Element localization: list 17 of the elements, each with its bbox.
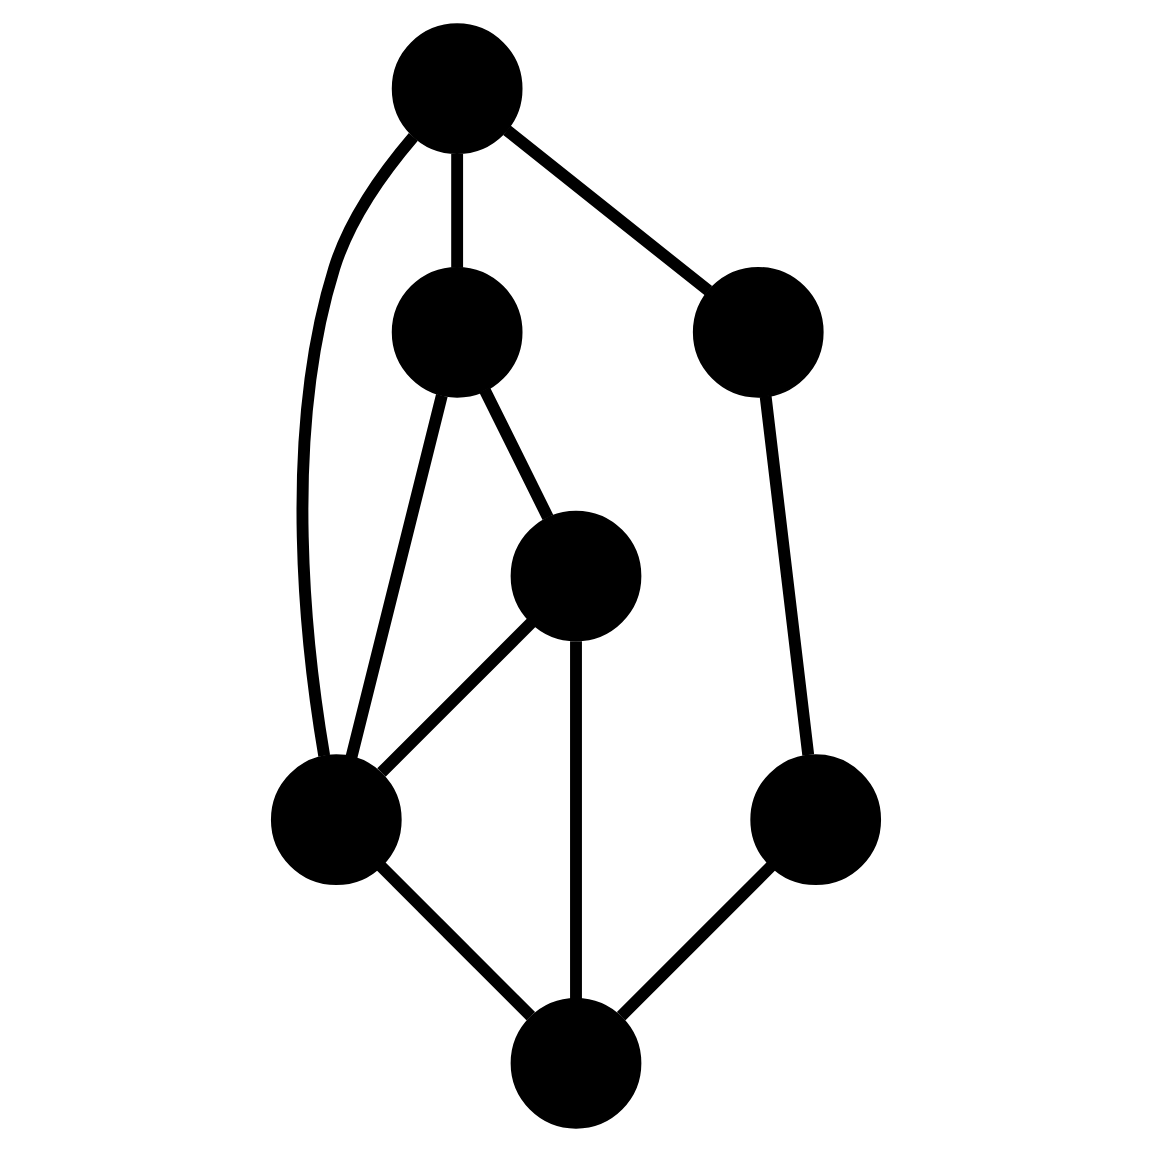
- connector: [296, 132, 418, 757]
- node-circle: [391, 23, 523, 155]
- connector: [759, 395, 815, 756]
- connector: [376, 861, 536, 1021]
- node-circle: [750, 754, 882, 886]
- connector: [503, 125, 713, 296]
- connector: [479, 387, 554, 520]
- connector: [616, 861, 776, 1021]
- node-circle: [510, 997, 642, 1129]
- node-circle: [391, 266, 523, 398]
- connector: [377, 618, 536, 777]
- connector: [345, 394, 448, 759]
- connector: [451, 153, 464, 268]
- node-circle: [270, 754, 402, 886]
- connector: [570, 641, 582, 999]
- node-circle: [510, 510, 642, 642]
- node-circle: [692, 266, 824, 398]
